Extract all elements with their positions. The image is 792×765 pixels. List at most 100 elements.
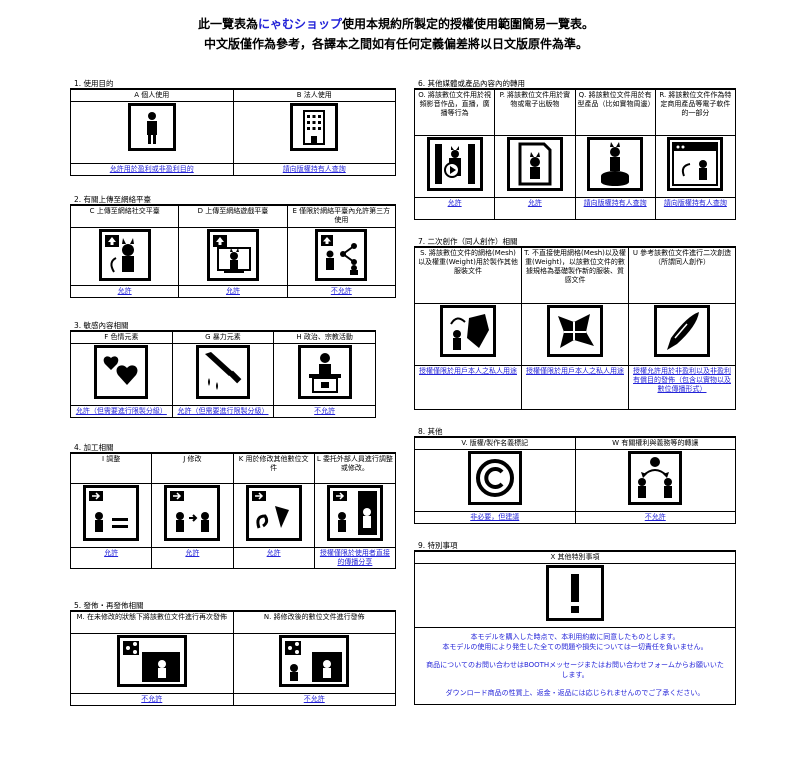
result-text[interactable]: 授權僅限於用戶本人之私人用途 <box>414 365 522 410</box>
column-header: N. 將修改後的數位文件進行發佈 <box>232 611 396 634</box>
section-title: 7. 二次創作（同人創作）相關 <box>414 236 736 247</box>
goods-icon <box>587 137 644 191</box>
column-header: L 委托外部人員進行調整或修改。 <box>313 453 397 484</box>
result-text[interactable]: 不允許 <box>286 285 397 298</box>
column-header: K 用於修改其他數位文件 <box>232 453 315 484</box>
column-header: R. 將該數位文件作為特定商用產品等電子軟件的一部分 <box>654 89 737 136</box>
exclamation-icon <box>546 565 604 621</box>
column-header: S. 將該數位文件的網格(Mesh)以及權重(Weight)用於製作其他服裝文件 <box>414 247 522 304</box>
result-text[interactable]: 允許 <box>151 547 234 569</box>
modify-icon <box>164 485 221 541</box>
knife-icon <box>195 345 250 399</box>
result-text[interactable]: 允許 <box>69 285 180 298</box>
result-text[interactable]: 允許 <box>178 285 288 298</box>
result-text[interactable]: 允許 <box>232 547 315 569</box>
header-text-post: 使用本規約所製定的授權使用範圍簡易一覽表。 <box>342 17 595 31</box>
result-text[interactable]: 允許 <box>494 197 576 220</box>
section-9: 9. 特別事項 X 其他特別事項 本モデルを購入した時点で、本利用約款に同意した… <box>414 540 736 705</box>
publication-icon <box>506 137 563 191</box>
brand-name: にゃむショップ <box>257 17 342 31</box>
result-text[interactable]: 不允許 <box>232 693 396 706</box>
column-header: I 調整 <box>69 453 153 484</box>
texture-icon <box>547 305 603 357</box>
result-text[interactable]: 允許（但需要進行限製分級） <box>171 405 275 418</box>
section-title: 1. 使用目的 <box>70 78 396 89</box>
section-table: M. 在未修改的狀態下將該數位文件進行再次發佈 N. 將修改後的數位文件進行發佈… <box>70 611 396 706</box>
section-2: 2. 有關上傳至網絡平臺 C 上傳至網絡社交平臺 D 上傳至網絡遊戲平臺 E 僅… <box>69 194 397 298</box>
section-table: I 調整 J 修改 K 用於修改其他數位文件 L 委托外部人員進行調整或修改。 … <box>69 453 397 569</box>
note-text: ダウンロード商品の性質上、返金・返品には応じられませんのでご了承ください。 <box>445 689 705 697</box>
column-header: A 個人使用 <box>70 89 234 102</box>
column-header: Q. 將該數位文件用於有型產品（比如實物周邊） <box>574 89 656 136</box>
result-text[interactable]: 允許 <box>69 547 153 569</box>
section-6: 6. 其他媒體或產品內容內的轉用 O. 將該數位文件用於視頻影音作品，直播，廣播… <box>413 78 737 220</box>
result-text[interactable]: 允許用於盈利或非盈利目的 <box>70 163 234 176</box>
section-7: 7. 二次創作（同人創作）相關 S. 將該數位文件的網格(Mesh)以及權重(W… <box>414 236 736 410</box>
header-text-pre: 此一覽表為 <box>197 17 258 31</box>
section-table: C 上傳至網絡社交平臺 D 上傳至網絡遊戲平臺 E 僅限於網絡平臺內允許第三方使… <box>69 205 397 298</box>
redistribute-icon <box>116 635 187 687</box>
column-header: E 僅限於網絡平臺內允許第三方使用 <box>286 205 397 228</box>
section-3: 3. 敏感內容相關 F 色情元素 G 暴力元素 H 政治、宗教活動 允許（但需要… <box>70 320 376 418</box>
section-table: S. 將該數位文件的網格(Mesh)以及權重(Weight)用於製作其他服裝文件… <box>414 247 736 410</box>
note-text: 本モデルの使用により発生した全ての問題や損失については一切責任を負いません。 <box>442 643 708 651</box>
result-text[interactable]: 授權僅限於使用者直接的傳播分享 <box>313 547 397 569</box>
adjust-icon <box>83 485 140 541</box>
note-text: 商品についてのお問い合わせはBOOTHメッセージまたはお問い合わせフォームからお… <box>426 661 724 679</box>
section-title: 8. 其他 <box>414 426 736 437</box>
upload-game-icon <box>206 229 259 281</box>
column-header: H 政治、宗教活動 <box>273 331 376 344</box>
person-icon <box>127 103 176 151</box>
section-table: X 其他特別事項 本モデルを購入した時点で、本利用約款に同意したものとします。 … <box>414 551 736 705</box>
column-header: P. 將該數位文件用於實物或電子出版物 <box>494 89 576 136</box>
section-8: 8. 其他 V. 版權/製作名義標記 W 有關權利與義務等的轉讓 非必要，但建議… <box>414 426 736 524</box>
page-header: 此一覽表為にゃむショップ使用本規約所製定的授權使用範圍簡易一覽表。 中文版僅作為… <box>0 14 792 54</box>
section-title: 4. 加工相關 <box>70 442 396 453</box>
column-header: X 其他特別事項 <box>414 551 736 564</box>
column-header: W 有關權利與義務等的轉讓 <box>574 437 736 450</box>
section-title: 9. 特別事項 <box>414 540 736 551</box>
result-text[interactable]: 允許 <box>413 197 496 220</box>
column-header: F 色情元素 <box>70 331 173 344</box>
copyright-icon <box>467 451 522 505</box>
result-text[interactable]: 請向版權持有人查詢 <box>232 163 396 176</box>
merge-icon <box>245 485 302 541</box>
software-icon <box>667 137 724 191</box>
result-text[interactable]: 允許（但需要進行限製分級） <box>70 405 173 418</box>
section-table: F 色情元素 G 暴力元素 H 政治、宗教活動 允許（但需要進行限製分級） 允許… <box>70 331 376 418</box>
section-4: 4. 加工相關 I 調整 J 修改 K 用於修改其他數位文件 L 委托外部人員進… <box>69 442 397 569</box>
section-title: 3. 敏感內容相關 <box>70 320 376 331</box>
column-header: G 暴力元素 <box>171 331 275 344</box>
share-third-party-icon <box>315 229 368 281</box>
section-title: 5. 發佈・再發佈相關 <box>70 600 396 611</box>
transfer-icon <box>628 451 683 505</box>
column-header: D 上傳至網絡遊戲平臺 <box>178 205 288 228</box>
result-text[interactable]: 非必要，但建議 <box>414 511 576 524</box>
result-text[interactable]: 授權允許用於非盈利以及非盈利有償目的發佈（包含以實物以及數位傳播形式） <box>628 365 736 410</box>
header-line-1: 此一覽表為にゃむショップ使用本規約所製定的授權使用範圍簡易一覽表。 <box>0 14 792 34</box>
column-header: C 上傳至網絡社交平臺 <box>69 205 180 228</box>
video-icon <box>426 137 483 191</box>
result-text[interactable]: 請向版權持有人查詢 <box>574 197 656 220</box>
note-text: 本モデルを購入した時点で、本利用約款に同意したものとします。 <box>470 633 680 641</box>
podium-icon <box>297 345 352 399</box>
header-line-2: 中文版僅作為參考，各譯本之間如有任何定義偏差將以日文版原件為準。 <box>203 37 588 51</box>
section-title: 2. 有關上傳至網絡平臺 <box>70 194 396 205</box>
upload-social-icon <box>98 229 151 281</box>
section-title: 6. 其他媒體或產品內容內的轉用 <box>414 78 736 89</box>
column-header: V. 版權/製作名義標記 <box>414 437 576 450</box>
result-text[interactable]: 不允許 <box>574 511 736 524</box>
result-text[interactable]: 不允許 <box>70 693 234 706</box>
column-header: B 法人使用 <box>232 89 396 102</box>
column-header: T. 不直接使用網格(Mesh)以及權重(Weight)，以該數位文件的數據規格… <box>521 247 629 304</box>
result-text[interactable]: 請向版權持有人查詢 <box>654 197 737 220</box>
section-5: 5. 發佈・再發佈相關 M. 在未修改的狀態下將該數位文件進行再次發佈 N. 將… <box>70 600 396 706</box>
pen-icon <box>654 305 710 357</box>
column-header: O. 將該數位文件用於視頻影音作品，直播，廣播等行為 <box>413 89 496 136</box>
outsource-icon <box>326 485 383 541</box>
hearts-icon <box>94 345 149 399</box>
result-text[interactable]: 授權僅限於用戶本人之私人用途 <box>521 365 629 410</box>
result-text[interactable]: 不允許 <box>273 405 376 418</box>
